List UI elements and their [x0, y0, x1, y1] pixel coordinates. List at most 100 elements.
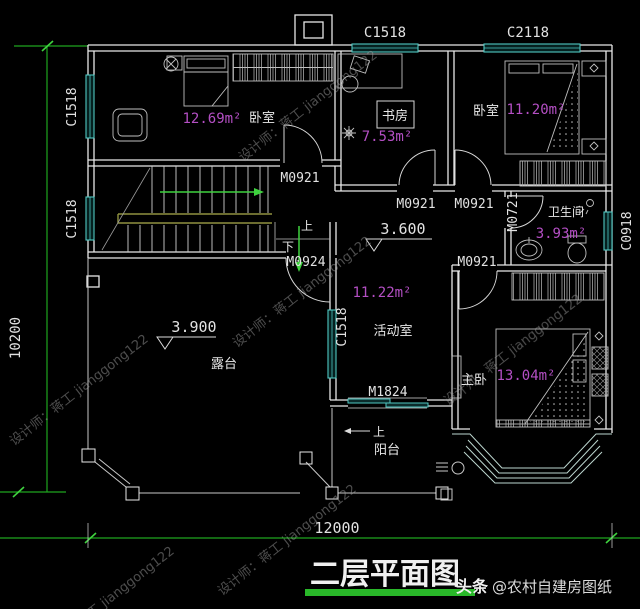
- staircase: [101, 166, 330, 272]
- ceiling-fan-icon: [163, 56, 179, 72]
- level-activity: 3.600: [380, 220, 425, 238]
- platform-logo: 头条: [456, 577, 489, 596]
- door-m1824-sliding: [347, 397, 429, 409]
- door-label-m0921-hall: M0921: [280, 171, 319, 186]
- stair-down-label: 下: [282, 240, 294, 254]
- title-block: 二层平面图 头条 @农村自建房图纸: [305, 557, 612, 596]
- column: [325, 486, 339, 500]
- stair-rail: [117, 213, 272, 224]
- labels: C1518 C2118 C1518 C1518 C1518 C0918 M092…: [65, 25, 635, 458]
- title-underline: [305, 589, 475, 596]
- furniture-bathroom: [515, 199, 594, 264]
- dresser: [451, 355, 462, 399]
- room-name-study: 书房: [382, 108, 408, 124]
- window-label-c2118-top: C2118: [507, 25, 549, 41]
- room-name-bedroom2: 卧室: [473, 103, 499, 119]
- furniture-study: [337, 53, 403, 140]
- study-desk: [337, 53, 403, 89]
- desk: [112, 108, 148, 142]
- overall-width-dim: 12000: [314, 519, 359, 537]
- chair: [341, 75, 359, 93]
- bed: [183, 55, 229, 107]
- door-label-m1824: M1824: [368, 385, 407, 400]
- room-area-master: 13.04m²: [496, 368, 555, 384]
- overall-height-dim: 10200: [8, 317, 24, 359]
- nightstand: [166, 55, 183, 71]
- shower-icon: [575, 199, 594, 215]
- furniture-bedroom1: [112, 53, 334, 142]
- door-m0921-study: [398, 149, 436, 186]
- column: [440, 488, 453, 501]
- balcony-up-label: 上: [373, 425, 385, 439]
- room-area-study: 7.53m²: [362, 129, 413, 145]
- stair-direction-arrows: [160, 188, 303, 272]
- door-label-m0921-bedroom2: M0921: [454, 197, 493, 212]
- room-area-bedroom1: 12.69m²: [182, 111, 241, 127]
- window-label-c1518-left-lower: C1518: [65, 199, 80, 238]
- window-c1518-left-upper: [85, 74, 95, 139]
- window-c0918-right: [603, 211, 613, 251]
- room-name-terrace: 露台: [211, 357, 237, 372]
- window-label-c1518-top: C1518: [364, 25, 406, 41]
- room-name-bedroom1: 卧室: [249, 110, 275, 126]
- column: [81, 448, 96, 463]
- wardrobe: [511, 272, 605, 301]
- level-terrace: 3.900: [171, 318, 216, 336]
- door-label-m0721: M0721: [506, 192, 521, 231]
- column: [125, 486, 140, 501]
- stair-break-line: [101, 167, 151, 251]
- terrace-balcony-outline: [81, 258, 465, 501]
- window-c1518-top: [351, 43, 419, 53]
- window-c1518-terrace: [327, 309, 337, 379]
- furniture-master: [451, 272, 609, 428]
- level-markers: [156, 238, 432, 434]
- bed-footboard: [495, 419, 591, 428]
- lamp-icon: [589, 63, 599, 151]
- door-m0921-hall: [283, 124, 323, 164]
- wardrobe: [519, 160, 607, 187]
- windows: [85, 43, 613, 379]
- door-m0921-bedroom2: [454, 149, 492, 186]
- nightstand: [581, 60, 607, 77]
- stool: [591, 346, 609, 370]
- room-name-bathroom: 卫生间: [548, 205, 584, 219]
- room-area-bathroom: 3.93m²: [536, 226, 587, 242]
- dimension-lines: [0, 40, 640, 548]
- stool: [591, 373, 609, 397]
- door-label-m0921-study: M0921: [396, 197, 435, 212]
- stair-treads-lower: [127, 225, 269, 252]
- furniture-bedroom2: [504, 60, 607, 187]
- window-c2118-top: [483, 43, 581, 53]
- door-m0921-master: [458, 270, 498, 310]
- ornament-circle: [451, 461, 465, 475]
- study-label-box: [376, 100, 415, 129]
- doors: [283, 124, 544, 409]
- bed: [504, 60, 580, 155]
- computer: [349, 55, 371, 74]
- window-c1518-left-lower: [85, 196, 95, 241]
- master-bay-window: [452, 433, 612, 484]
- door-m0721-bathroom: [510, 195, 544, 229]
- door-m0924-terrace: [285, 257, 331, 303]
- door-label-m0921-master: M0921: [457, 255, 496, 270]
- stair-up-label: 上: [301, 219, 313, 233]
- column: [435, 486, 449, 500]
- drawing-title: 二层平面图: [310, 557, 460, 592]
- nightstand: [581, 138, 607, 155]
- landing-divider: [274, 222, 330, 252]
- window-label-c0918-right: C0918: [620, 211, 635, 250]
- toilet: [567, 242, 587, 264]
- room-name-activity: 活动室: [373, 323, 412, 339]
- window-label-c1518-left-upper: C1518: [65, 87, 80, 126]
- door-label-m0924: M0924: [286, 255, 325, 270]
- plant-icon: [342, 126, 356, 140]
- room-name-balcony: 阳台: [374, 443, 400, 458]
- lamp-icon: [594, 331, 604, 425]
- room-area-bedroom2: 11.20m²: [506, 102, 565, 118]
- room-area-activity: 11.22m²: [352, 285, 411, 301]
- stair-treads-upper: [151, 166, 269, 213]
- window-label-c1518-terrace: C1518: [335, 307, 350, 346]
